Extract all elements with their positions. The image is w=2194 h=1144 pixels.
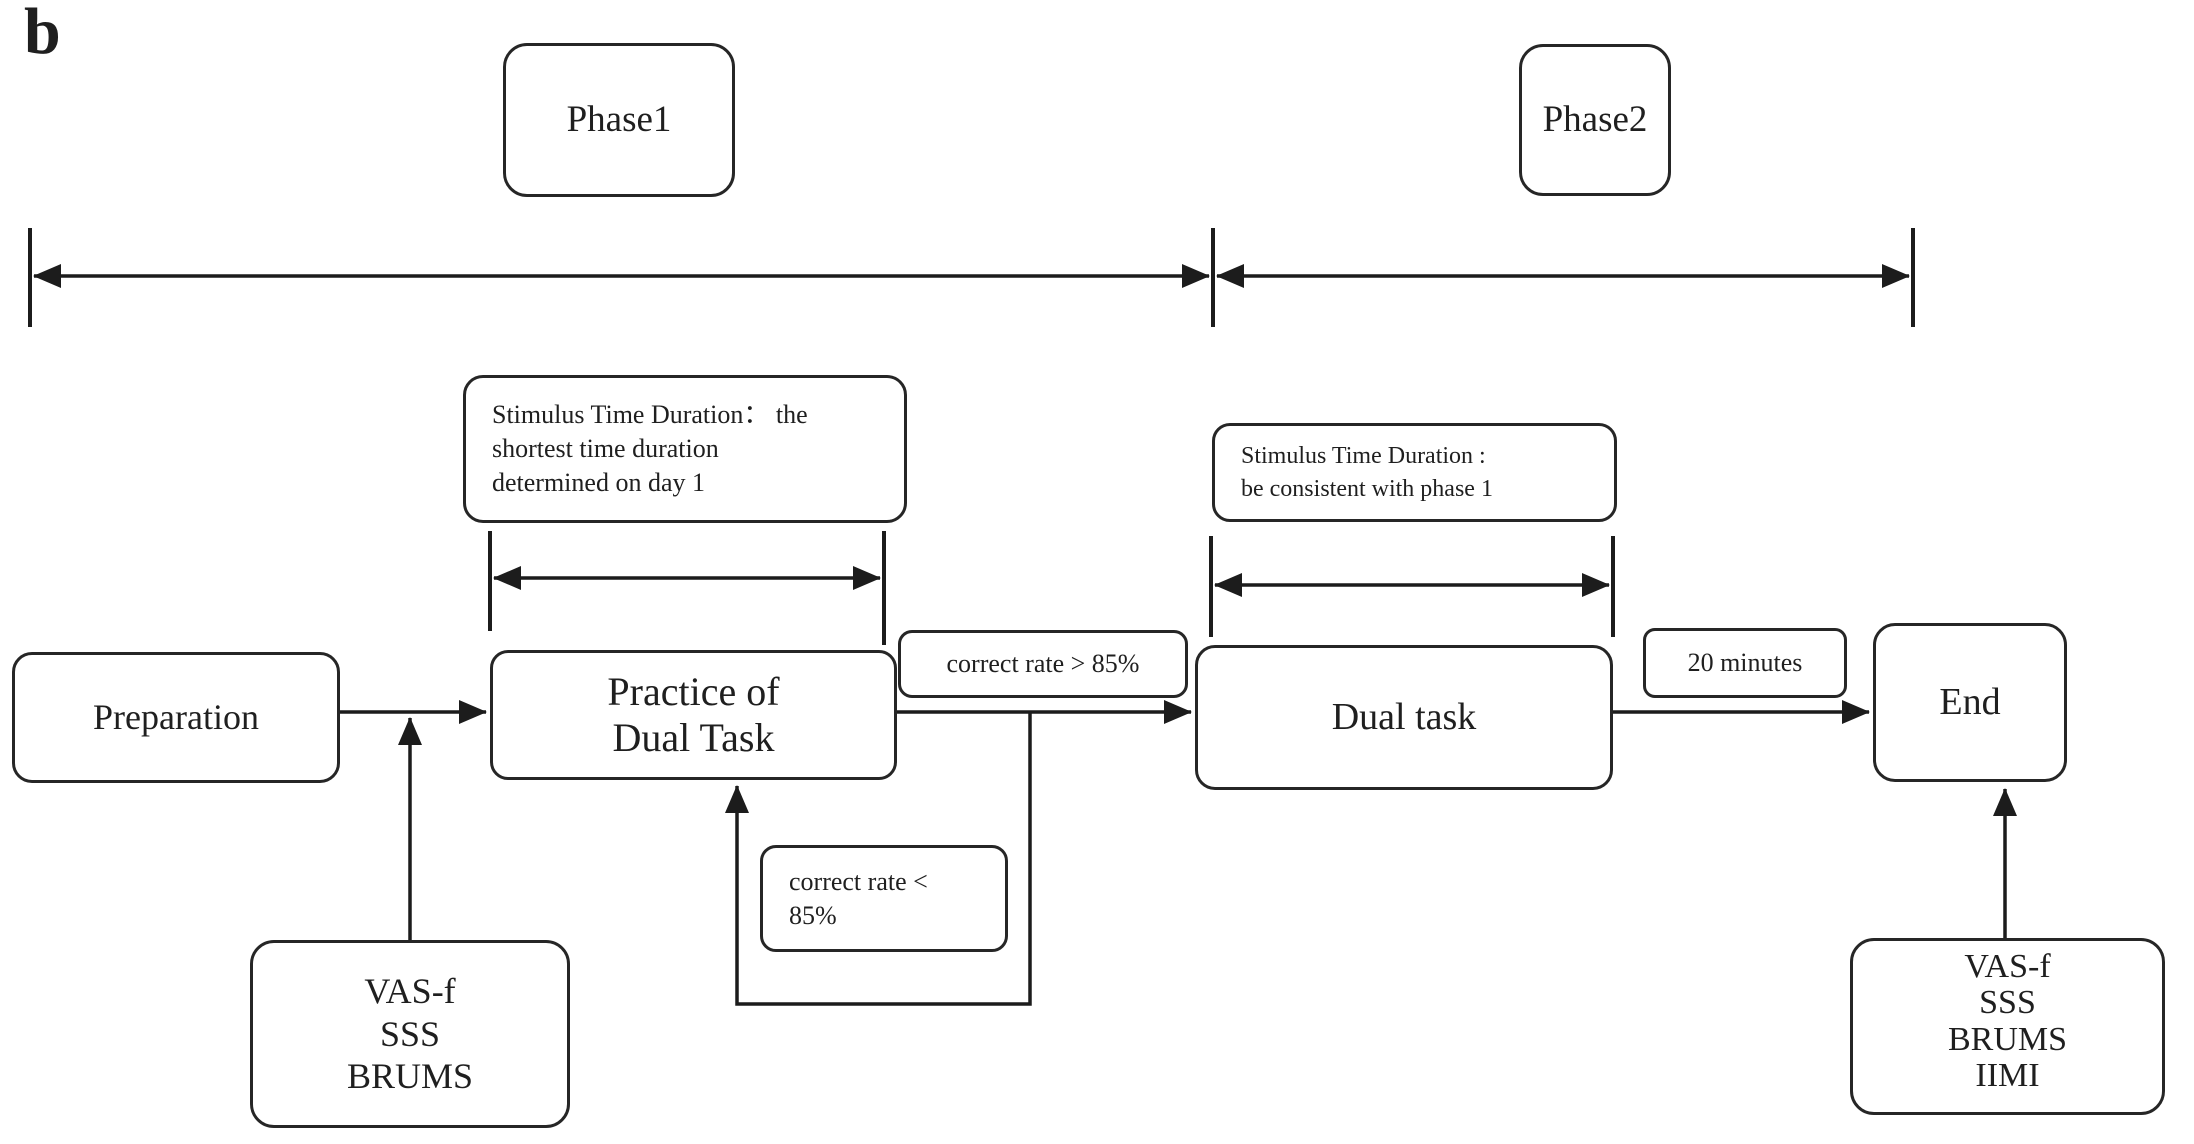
practice-of-dual-task-node: Practice of Dual Task	[490, 650, 897, 780]
end-label: End	[1939, 680, 2001, 723]
questionnaires-phase2-label: VAS-f SSS BRUMS IIMI	[1947, 948, 2068, 1094]
dual-task-label: Dual task	[1331, 695, 1477, 738]
preparation-node: Preparation	[12, 652, 340, 783]
questionnaires-phase2-node: VAS-f SSS BRUMS IIMI	[1850, 938, 2165, 1115]
dual-task-node: Dual task	[1195, 645, 1613, 790]
arrow-retry-loop	[725, 712, 1032, 1006]
figure-label: b	[24, 0, 61, 68]
phase1-box: Phase1	[503, 43, 735, 197]
correct-rate-high-label: correct rate > 85%	[898, 630, 1188, 698]
stimulus-duration-phase1-text: Stimulus Time Duration： the shortest tim…	[492, 400, 808, 497]
wait-duration-label: 20 minutes	[1643, 628, 1847, 698]
stimulus-duration-phase2-text: Stimulus Time Duration : be consistent w…	[1241, 443, 1493, 502]
correct-rate-high-text: correct rate > 85%	[946, 649, 1140, 679]
questionnaires-phase1-label: VAS-f SSS BRUMS	[346, 971, 474, 1097]
phase2-label: Phase2	[1542, 98, 1648, 140]
practice-of-dual-task-label: Practice of Dual Task	[607, 669, 780, 760]
end-node: End	[1873, 623, 2067, 782]
phase1-label: Phase1	[566, 98, 672, 140]
preparation-label: Preparation	[93, 696, 259, 737]
correct-rate-low-label: correct rate < 85%	[760, 845, 1008, 952]
questionnaires-phase1-node: VAS-f SSS BRUMS	[250, 940, 570, 1128]
stimulus-duration-phase2-note: Stimulus Time Duration : be consistent w…	[1212, 423, 1617, 522]
phase2-box: Phase2	[1519, 44, 1671, 196]
wait-duration-text: 20 minutes	[1687, 648, 1803, 678]
correct-rate-low-text: correct rate < 85%	[789, 866, 928, 930]
stimulus-duration-phase1-note: Stimulus Time Duration： the shortest tim…	[463, 375, 907, 523]
